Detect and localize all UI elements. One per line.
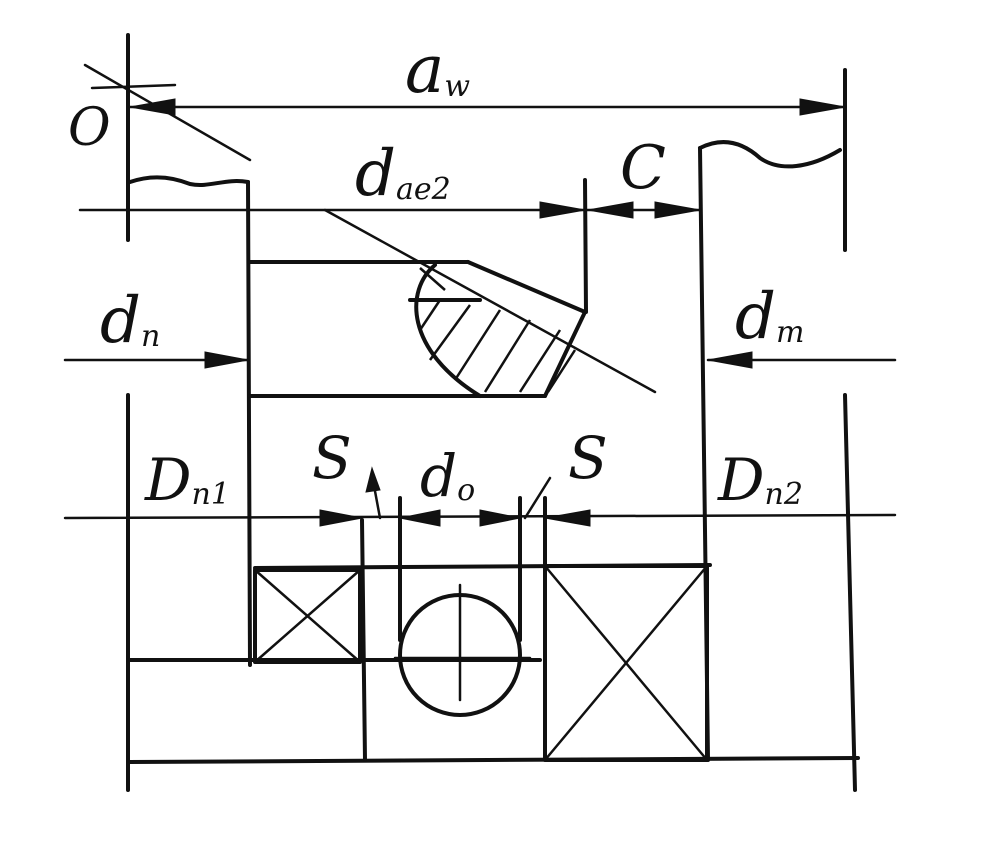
origin-tick <box>90 83 177 90</box>
bearing-right <box>543 564 709 762</box>
label-dae2: dae2 <box>355 137 451 211</box>
pinion-housing <box>246 180 547 667</box>
label-aw: aw <box>405 31 470 108</box>
label-dp2: Dп2 <box>717 446 803 514</box>
dimension-aw <box>128 98 847 116</box>
label-origin: O <box>68 98 111 158</box>
break-line-right <box>698 140 842 169</box>
bevel-gear-section <box>323 208 657 398</box>
label-dt: dт <box>735 280 804 354</box>
bearing-top-line <box>253 563 712 570</box>
dimension-dae2 <box>78 201 702 219</box>
label-s-left: S <box>312 424 352 492</box>
label-dn: dп <box>100 284 160 358</box>
label-dp1: Dп1 <box>144 446 230 514</box>
label-clearance: C <box>620 133 666 203</box>
label-s-right: S <box>568 424 608 492</box>
label-do: do <box>420 442 475 510</box>
dimension-dn <box>63 351 250 369</box>
bearing-left <box>253 568 362 664</box>
dimension-bearings <box>63 466 897 527</box>
break-line-left <box>128 175 250 187</box>
bolt-detail <box>360 496 547 762</box>
dimension-dt <box>706 351 897 369</box>
